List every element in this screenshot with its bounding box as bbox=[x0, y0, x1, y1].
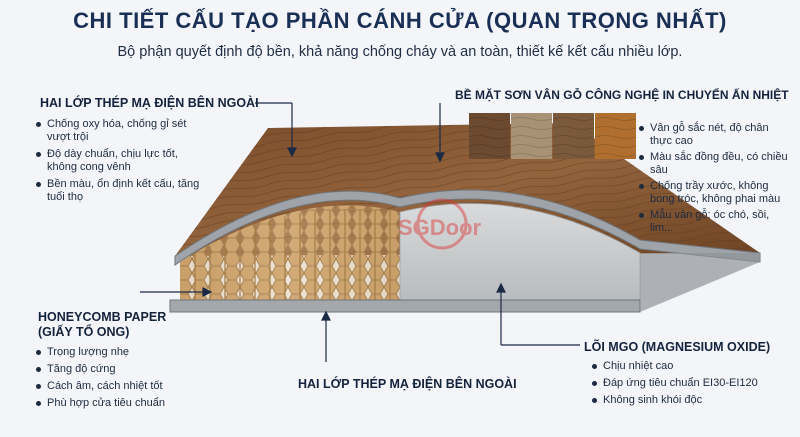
wood-grain-line bbox=[468, 135, 511, 139]
list-item: Chịu nhiệt cao bbox=[592, 360, 782, 373]
wood-grain-line bbox=[552, 135, 595, 139]
page-title: CHI TIẾT CẤU TẠO PHẦN CÁNH CỬA (QUAN TRỌ… bbox=[73, 8, 727, 33]
wood-grain-line bbox=[468, 117, 511, 121]
list-item: Bền màu, ổn định kết cấu, tăng tuổi thọ bbox=[36, 178, 206, 204]
wood-swatch bbox=[595, 113, 636, 159]
wood-swatch bbox=[469, 113, 510, 159]
wood-grain-line bbox=[468, 126, 511, 130]
wood-grain-line bbox=[552, 153, 595, 157]
wood-grain-line bbox=[510, 135, 553, 139]
honeycomb-list: Trọng lượng nhẹ Tăng độ cứng Cách âm, cá… bbox=[36, 346, 206, 414]
wood-grain-line bbox=[594, 117, 637, 121]
wood-grain-line bbox=[510, 153, 553, 157]
svg-text:SGDoor: SGDoor bbox=[398, 215, 482, 240]
mgo-core bbox=[399, 203, 641, 301]
wood-swatch bbox=[511, 113, 552, 159]
list-item: Tăng độ cứng bbox=[36, 363, 206, 376]
list-item: Vân gỗ sắc nét, độ chân thực cao bbox=[639, 122, 789, 148]
wood-grain-line bbox=[594, 126, 637, 130]
list-item: Trọng lượng nhẹ bbox=[36, 346, 206, 359]
surface-list: Vân gỗ sắc nét, độ chân thực cao Màu sắc… bbox=[639, 122, 789, 238]
wood-grain-line bbox=[510, 126, 553, 130]
wood-grain-line bbox=[510, 144, 553, 148]
list-item: Mẫu vân gỗ: óc chó, sồi, lim... bbox=[639, 209, 789, 235]
list-item: Đáp ứng tiêu chuẩn EI30-EI120 bbox=[592, 377, 782, 390]
wood-swatches bbox=[468, 113, 637, 159]
steel-bottom-heading: HAI LỚP THÉP MẠ ĐIỆN BÊN NGOÀI bbox=[298, 377, 517, 391]
list-item: Phù hợp cửa tiêu chuẩn bbox=[36, 397, 206, 410]
wood-grain-line bbox=[552, 144, 595, 148]
wood-swatch bbox=[553, 113, 594, 159]
wood-grain-line bbox=[552, 117, 595, 121]
wood-grain-line bbox=[510, 117, 553, 121]
sgdoor-watermark-logo: SGDoor bbox=[398, 198, 482, 250]
mgo-list: Chịu nhiệt cao Đáp ứng tiêu chuẩn EI30-E… bbox=[592, 360, 782, 411]
steel-top-heading: HAI LỚP THÉP MẠ ĐIỆN BÊN NGOÀI bbox=[40, 96, 259, 110]
honeycomb-core bbox=[180, 205, 400, 310]
honeycomb-heading-sub: (GIẤY TỔ ONG) bbox=[38, 325, 130, 339]
list-item: Không sinh khói độc bbox=[592, 394, 782, 407]
wood-grain-line bbox=[468, 153, 511, 157]
steel-layer-bottom bbox=[169, 299, 641, 313]
surface-heading: BỀ MẶT SƠN VÂN GỖ CÔNG NGHỆ IN CHUYỂN ẤN… bbox=[455, 88, 789, 102]
wood-grain-line bbox=[468, 144, 511, 148]
list-item: Cách âm, cách nhiệt tốt bbox=[36, 380, 206, 393]
mgo-heading: LÕI MGO (MAGNESIUM OXIDE) bbox=[584, 340, 771, 354]
wood-grain-line bbox=[594, 135, 637, 139]
steel-top-list: Chống oxy hóa, chống gỉ sét vượt trội Độ… bbox=[36, 118, 206, 208]
wood-grain-line bbox=[594, 153, 637, 157]
wood-grain-line bbox=[594, 144, 637, 148]
list-item: Chống trầy xước, không bong tróc, không … bbox=[639, 180, 789, 206]
honeycomb-heading: HONEYCOMB PAPER bbox=[38, 310, 167, 324]
list-item: Màu sắc đồng đều, có chiều sâu bbox=[639, 151, 789, 177]
wood-grain-line bbox=[552, 126, 595, 130]
page-subtitle: Bộ phận quyết định độ bền, khả năng chốn… bbox=[117, 44, 683, 60]
list-item: Chống oxy hóa, chống gỉ sét vượt trội bbox=[36, 118, 206, 144]
list-item: Độ dày chuẩn, chịu lực tốt, không cong v… bbox=[36, 148, 206, 174]
